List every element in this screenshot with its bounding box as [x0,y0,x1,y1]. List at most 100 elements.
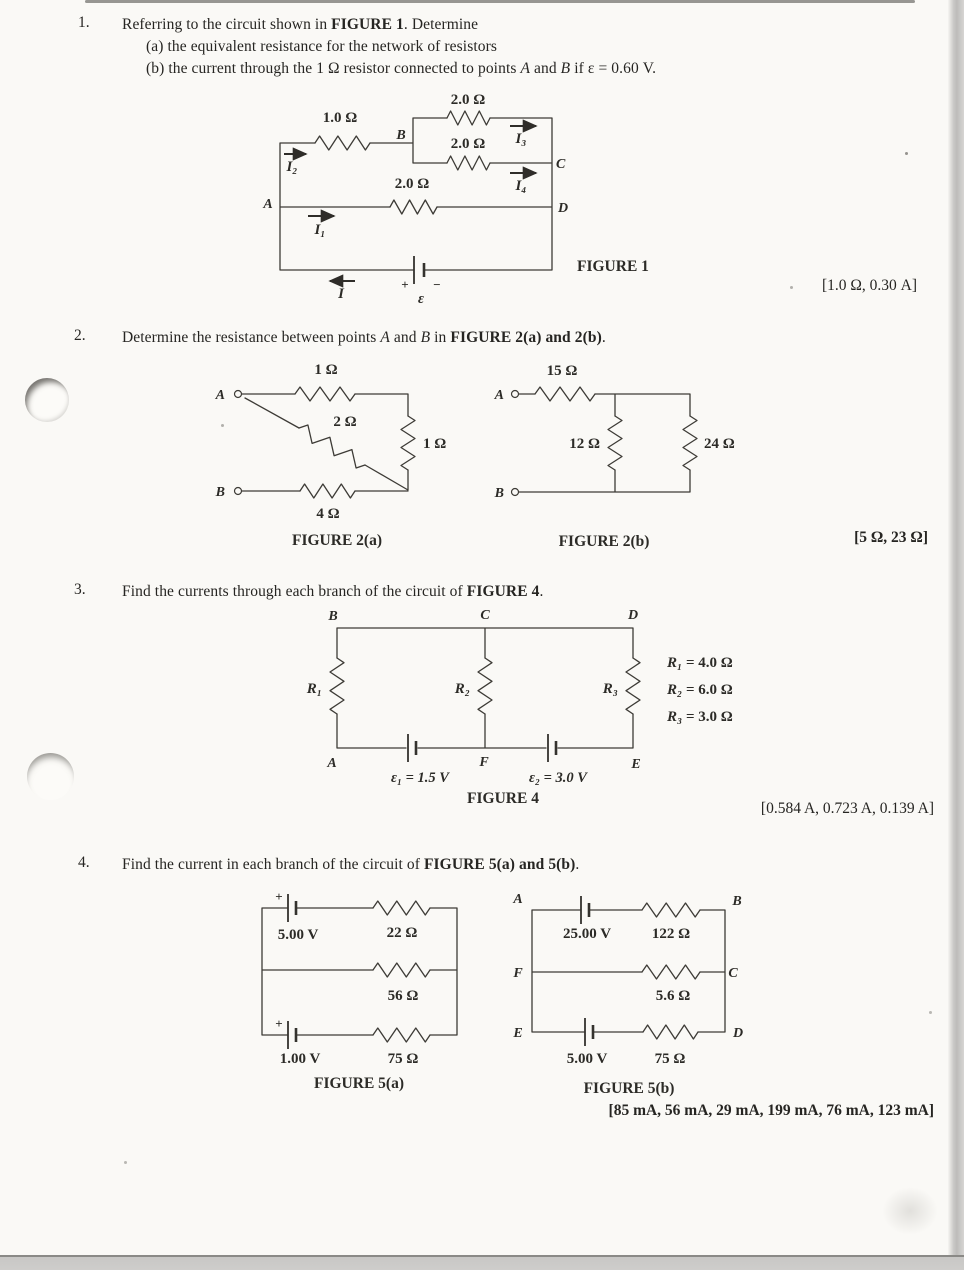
problem-1-line-1: Referring to the circuit shown in FIGURE… [122,14,862,36]
answer-problem-3: [0.584 A, 0.723 A, 0.139 A] [760,800,934,817]
battery-symbols [580,896,595,1046]
resistor-75ohm [372,1027,431,1043]
punch-hole-bottom [27,753,74,800]
problem-2-text: Determine the resistance between points … [122,327,862,349]
fig5a-voltage-bottom: 1.00 V [280,1051,321,1067]
fig1-current-i4: I₄ [514,178,526,194]
point-a-label: A [380,329,390,346]
resistor-r1 [329,657,345,715]
fig5b-node-e: E [512,1026,522,1041]
punch-hole-top [25,378,69,422]
problem-2-seg9: . [601,329,606,346]
figure-5a-circuit: + 5.00 V 22 Ω 56 Ω + 1.00 V 75 Ω FIGURE … [261,889,458,1092]
fig4-r2-value: R₂ = 6.0 Ω [666,682,733,698]
figure-5a-caption: FIGURE 5(a) [314,1075,404,1092]
fig5a-r-top-label: 22 Ω [387,925,418,941]
figure-4-reference: FIGURE 4 [466,583,540,600]
fig5b-node-d: D [732,1026,743,1041]
fig4-node-f: F [478,755,489,770]
terminal-b [233,486,243,496]
problem-3-seg3: . [539,583,544,600]
fig2a-r-diag-label: 2 Ω [333,414,356,430]
fig1-current-i1: I₁ [313,222,325,238]
fig5b-r-top-label: 122 Ω [652,926,690,942]
resistor-1ohm [314,135,371,151]
battery-symbols [407,734,558,762]
circuit-wires [261,900,458,1043]
fig1-emf-label: ε [418,291,424,307]
fig4-emf2-label: ε₂ = 3.0 V [529,770,588,786]
fig2a-r-top-label: 1 Ω [314,362,337,378]
problem-1-line3-c: and [530,60,561,77]
problem-4-number: 4. [78,854,90,871]
fig1-current-i: I [337,286,345,302]
problem-3-text: Find the currents through each branch of… [122,581,862,603]
fig4-node-c: C [480,608,490,623]
fig2b-r-mid-label: 12 Ω [569,436,600,452]
scan-speck [929,1011,932,1014]
fig4-r1-value: R₁ = 4.0 Ω [666,655,733,671]
figure-1-circuit: 1.0 Ω 2.0 Ω 2.0 Ω 2.0 Ω A B C D I₂ I₃ I₄… [262,92,649,307]
answer-problem-2: [5 Ω, 23 Ω] [854,529,928,546]
resistor-56ohm [372,962,431,978]
fig5b-r-mid-label: 5.6 Ω [656,988,691,1004]
figure-2a-reference: FIGURE 2(a) [450,329,542,346]
terminal-b [510,487,520,497]
fig2a-r-bottom-label: 4 Ω [316,506,339,522]
fig1-current-i2: I₂ [285,159,297,175]
resistor-1ohm-right [400,415,416,471]
fig4-r1-label: R₁ [306,681,322,697]
resistor-2ohm-diagonal [298,424,366,469]
terminal-a [233,389,243,399]
circuit-wires [329,627,641,749]
resistor-1ohm-top [294,386,356,402]
answer-problem-1: [1.0 Ω, 0.30 A] [821,277,917,294]
fig5a-plus-bottom: + [275,1016,282,1031]
circuit-wires [279,110,553,271]
problem-4-text: Find the current in each branch of the c… [122,854,862,876]
fig5b-node-a: A [512,892,522,907]
problem-4-seg1: Find the current in each branch of the c… [122,856,424,873]
problem-2-seg7: and [541,329,575,346]
fig1-r-top-label: 1.0 Ω [323,110,358,126]
problem-2-seg1: Determine the resistance between points [122,329,381,346]
figure-2a-caption: FIGURE 2(a) [292,532,382,549]
fig4-node-a: A [326,756,336,771]
problem-2-seg5: in [430,329,451,346]
resistor-2ohm-parallel-bottom [446,155,491,171]
fig1-battery-minus: − [433,277,440,292]
resistor-2ohm-parallel-top [446,110,491,126]
fig5b-voltage-top: 25.00 V [563,926,611,942]
problem-1-line3-e: if ε = 0.60 V. [570,60,657,77]
fig1-r-parallel-top-label: 2.0 Ω [451,92,486,108]
fig4-node-b: B [327,609,337,624]
answer-problem-4: [85 mA, 56 mA, 29 mA, 199 mA, 76 mA, 123… [608,1102,934,1119]
fig1-current-i3: I₃ [514,131,526,147]
fig4-r3-label: R₃ [602,681,618,697]
fig4-r2-label: R₂ [454,681,470,697]
fig5a-plus-top: + [275,889,282,904]
fig1-node-a: A [262,197,272,212]
resistor-15ohm [534,386,596,402]
scan-speck [124,1161,127,1164]
scan-speck [221,424,224,427]
problem-4-seg5: . [575,856,580,873]
resistor-75ohm [642,1024,699,1040]
fig5b-voltage-bottom: 5.00 V [567,1051,608,1067]
fig4-r2-equals: = 6.0 Ω [682,682,733,698]
problem-1-line1-c: . Determine [403,16,479,33]
problem-2-seg3: and [389,329,421,346]
figure-1-caption: FIGURE 1 [577,258,649,275]
fig5b-node-b: B [731,894,741,909]
fig5a-voltage-top: 5.00 V [278,927,319,943]
figure-4-caption: FIGURE 4 [467,790,539,807]
fig4-node-d: D [627,608,638,623]
fig1-r-middle-label: 2.0 Ω [395,176,430,192]
current-arrows [284,119,538,288]
circuit-wires [510,386,698,497]
figure-2b-reference: 2(b) [574,329,602,346]
resistor-2ohm-middle [389,199,438,215]
figure-5b-caption: FIGURE 5(b) [584,1080,675,1097]
scan-speck [790,286,793,289]
figure-4-circuit: B C D R₁ R₂ R₃ A F E ε₁ = 1.5 V ε₂ = 3.0… [306,608,733,807]
